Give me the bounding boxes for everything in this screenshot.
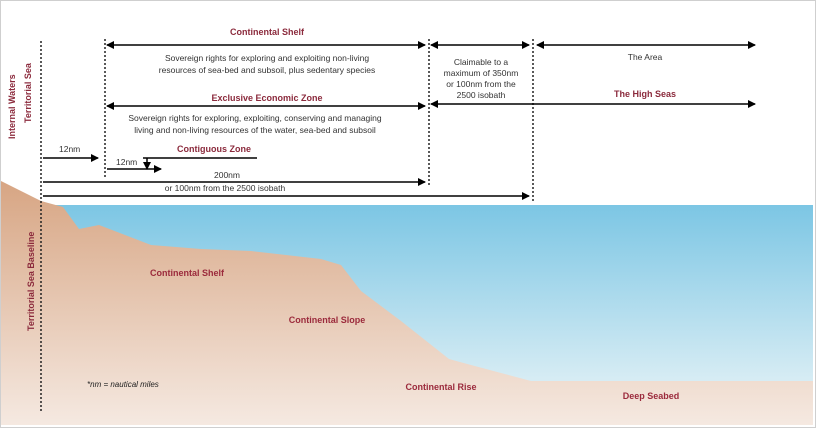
- eez-distance-label-1: 200nm: [214, 170, 240, 180]
- contiguous-distance-label: 12nm: [116, 157, 137, 167]
- eez-desc-1: Sovereign rights for exploring, exploiti…: [128, 113, 382, 123]
- high-seas-heading: The High Seas: [614, 89, 676, 99]
- internal-waters-label: Internal Waters: [7, 74, 17, 139]
- continental-shelf-heading: Continental Shelf: [230, 27, 305, 37]
- continental-shelf-desc-1: Sovereign rights for exploring and explo…: [165, 53, 369, 63]
- seabed-continental-rise-label: Continental Rise: [405, 382, 476, 392]
- claimable-text-3: or 100nm from the: [446, 79, 516, 89]
- territorial-sea-baseline-label: Territorial Sea Baseline: [26, 232, 36, 331]
- continental-shelf-desc-2: resources of sea-bed and subsoil, plus s…: [159, 65, 375, 75]
- eez-desc-2: living and non-living resources of the w…: [134, 125, 376, 135]
- claimable-text-2: maximum of 350nm: [444, 68, 519, 78]
- seabed-deep-label: Deep Seabed: [623, 391, 680, 401]
- eez-distance-label-2: or 100nm from the 2500 isobath: [165, 183, 286, 193]
- nautical-miles-footnote: *nm = nautical miles: [87, 380, 159, 389]
- seabed-profile: [1, 181, 813, 425]
- eez-heading: Exclusive Economic Zone: [211, 93, 322, 103]
- claimable-text-1: Claimable to a: [454, 57, 509, 67]
- contiguous-zone-heading: Contiguous Zone: [177, 144, 251, 154]
- seabed-continental-slope-label: Continental Slope: [289, 315, 366, 325]
- claimable-text-4: 2500 isobath: [457, 90, 506, 100]
- territorial-sea-label: Territorial Sea: [23, 62, 33, 123]
- the-area-label: The Area: [628, 52, 663, 62]
- seabed-continental-shelf-label: Continental Shelf: [150, 268, 225, 278]
- territorial-distance-label: 12nm: [59, 144, 80, 154]
